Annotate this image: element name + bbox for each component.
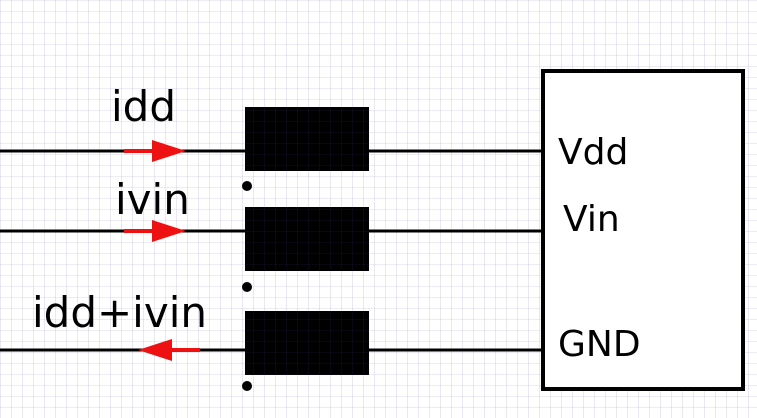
ferrite-block-vdd — [245, 107, 369, 171]
ferrite-block-vin — [245, 207, 369, 271]
polarity-dot-2 — [242, 282, 252, 292]
arrow-right-icon — [124, 220, 186, 242]
polarity-dot-1 — [242, 181, 252, 191]
polarity-dot-3 — [242, 381, 252, 391]
current-label-return: idd+ivin — [32, 288, 207, 337]
arrow-left-icon — [138, 339, 200, 361]
current-label-ivin: ivin — [115, 175, 190, 224]
ferrite-block-gnd — [245, 311, 369, 375]
pin-label-vin: Vin — [563, 199, 620, 240]
device-block — [541, 69, 745, 391]
arrow-right-icon — [124, 140, 186, 162]
pin-label-vdd: Vdd — [558, 132, 628, 173]
current-label-idd: idd — [111, 82, 176, 131]
pin-label-gnd: GND — [558, 324, 641, 365]
